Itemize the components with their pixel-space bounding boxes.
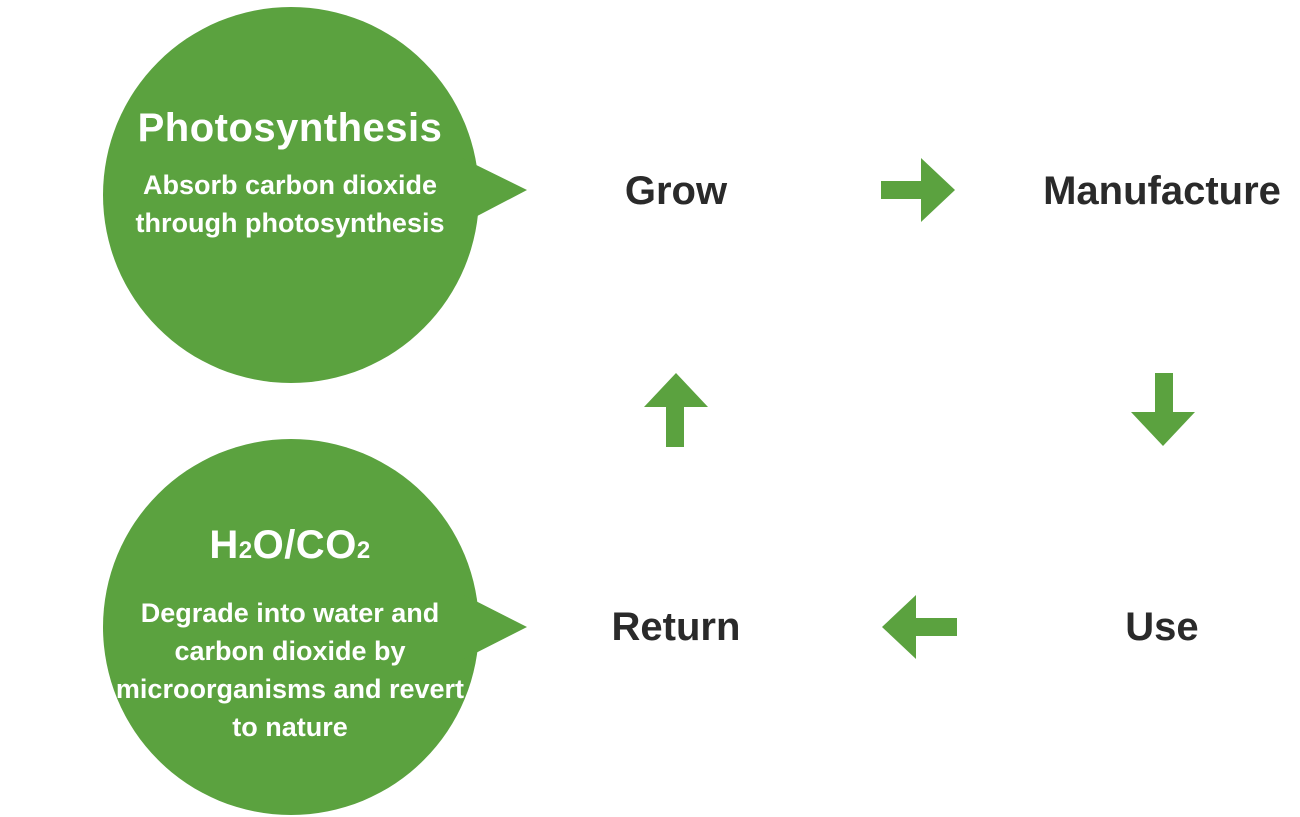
stage-return-label: Return [611,605,741,649]
formula-o-co: O/CO [252,523,357,567]
arrow-up-icon [644,373,708,447]
degradation-bubble-content: H2O/CO2 Degrade into water and carbon di… [110,518,470,746]
formula-h: H [209,523,239,567]
degradation-bubble [103,439,527,815]
formula-subscript-2: 2 [238,537,253,564]
stage-grow-label: Grow [624,169,728,213]
stage-use-label: Use [1125,605,1199,649]
degradation-description: Degrade into water and carbon dioxide by… [115,598,465,742]
arrow-down-icon [1131,373,1195,446]
photosynthesis-bubble [103,7,527,383]
photosynthesis-description: Absorb carbon dioxide through photosynth… [135,170,445,238]
arrow-left-icon [882,595,957,659]
arrow-right-icon [881,158,955,222]
photosynthesis-bubble-content: Photosynthesis Absorb carbon dioxide thr… [110,100,470,242]
formula-subscript-2: 2 [356,537,371,564]
stage-manufacture-label: Manufacture [1043,169,1281,213]
photosynthesis-title: Photosynthesis [137,106,443,150]
degradation-title: H2O/CO2 [110,518,470,578]
